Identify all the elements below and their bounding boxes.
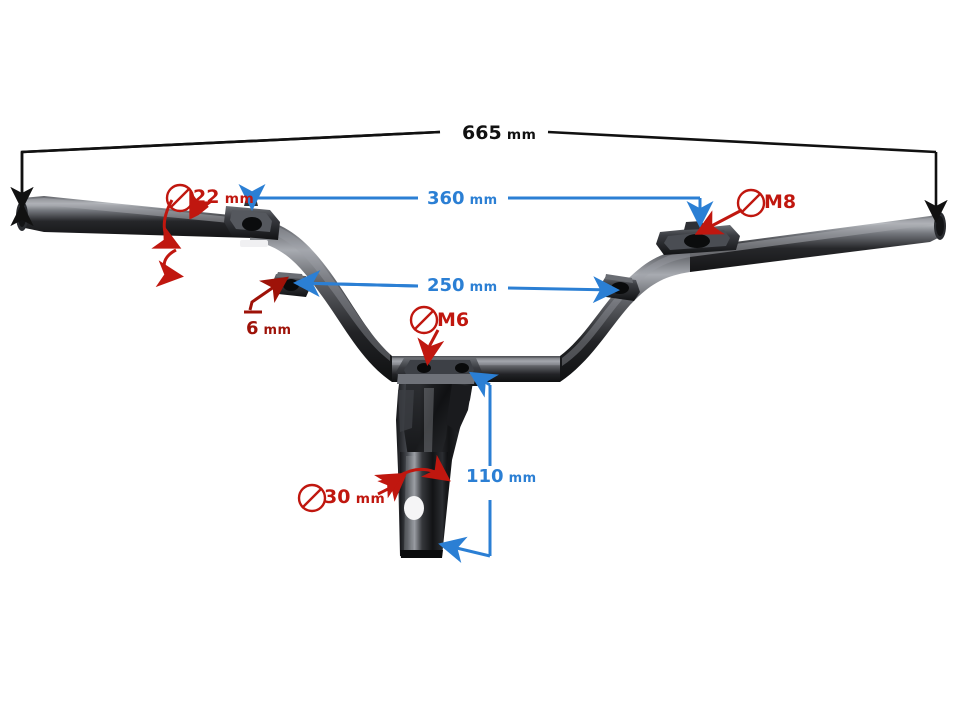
handlebar-left-rise <box>250 217 392 382</box>
overall-width-label: 665 mm <box>462 122 537 144</box>
stem-diameter-unit: mm <box>350 491 386 507</box>
m8-thread-label: M8 <box>764 191 797 213</box>
overall-width-dimension-line <box>10 130 948 227</box>
lug-width-unit: mm <box>258 323 292 338</box>
overall-width-unit: mm <box>501 127 537 143</box>
outer-mount-spacing-unit: mm <box>464 193 498 208</box>
m8-thread-callout-leader <box>694 188 766 235</box>
m6-thread-label: M6 <box>437 309 470 331</box>
bar-diameter-unit: mm <box>219 191 255 207</box>
stem-diameter-callout-leader <box>297 454 451 513</box>
outer-mount-spacing-dimension-line <box>238 184 714 228</box>
m6-thread-callout-leader <box>409 305 445 366</box>
handlebar-right-rise <box>560 248 690 382</box>
lug-width-callout-leader <box>244 276 289 314</box>
stem-height-unit: mm <box>503 471 537 486</box>
inner-lug-spacing-dimension-line <box>293 270 620 304</box>
inner-lug-spacing-label: 250 mm <box>427 275 498 296</box>
stem-diameter-label: 30 mm <box>324 486 386 508</box>
inner-lug-spacing-unit: mm <box>464 280 498 295</box>
outer-mount-spacing-label: 360 mm <box>427 188 498 209</box>
bar-diameter-label: 22 mm <box>193 186 255 208</box>
bar-diameter-callout-leader <box>151 183 214 288</box>
lug-width-label: 6 mm <box>246 318 292 339</box>
stem-height-label: 110 mm <box>466 466 537 487</box>
stem-height-dimension-line <box>438 371 499 564</box>
